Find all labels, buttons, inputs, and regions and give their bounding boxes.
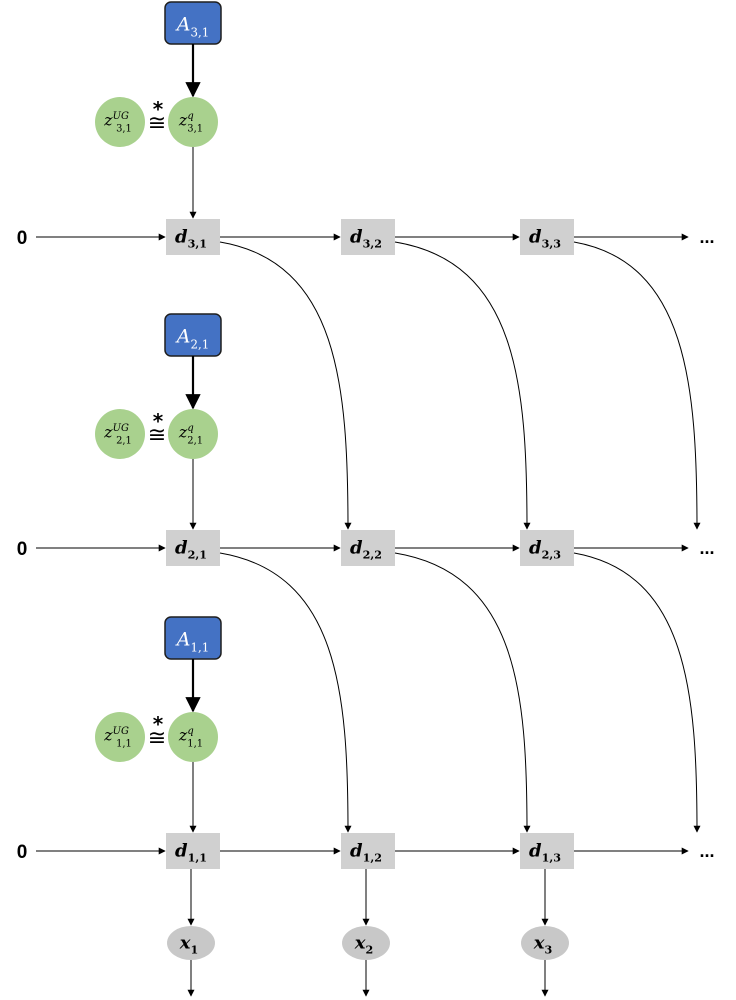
d-node-label: d1,2 (350, 840, 382, 864)
approx-equal-symbol: ≅ (148, 726, 166, 751)
d-node-box (341, 833, 395, 869)
d-node: d2,2 (341, 530, 395, 566)
d-node-label: d3,1 (175, 226, 207, 250)
d-node: d3,1 (166, 219, 220, 255)
star-symbol: * (153, 712, 164, 736)
d-node: d3,3 (520, 219, 574, 255)
x-output-ellipse (342, 926, 390, 960)
x-output-label: x2 (354, 932, 374, 956)
x-output-label: x1 (179, 932, 199, 956)
d-node-label: d3,2 (350, 226, 382, 250)
d-node: d2,3 (520, 530, 574, 566)
a-node-label: A2,1 (175, 326, 209, 352)
z-ug-circle (95, 409, 145, 459)
x-output-node: x3 (521, 926, 569, 960)
edge-curve-to-next-level (219, 241, 352, 530)
z-ug-circle (95, 712, 145, 762)
x-output-label: x3 (533, 932, 553, 956)
approx-equal-symbol: ≅ (148, 111, 166, 136)
star-symbol: * (153, 409, 164, 433)
d-node-label: d1,3 (529, 840, 561, 864)
d-node: d1,2 (341, 833, 395, 869)
d-node-box (520, 219, 574, 255)
ellipsis-label: ... (699, 841, 714, 861)
outputs-group: x1 x2 x3 (167, 869, 569, 997)
d-node: d2,1 (166, 530, 220, 566)
edge-curve-to-next-level (573, 241, 701, 530)
edge-curve-to-next-level (394, 552, 531, 833)
a-node-label: A3,1 (175, 14, 209, 40)
d-node: d1,1 (166, 833, 220, 869)
d-node-box (520, 833, 574, 869)
zero-input-label: 0 (17, 228, 28, 249)
approx-equal-symbol: ≅ (148, 423, 166, 448)
d-node-box (166, 219, 220, 255)
x-output-node: x1 (167, 926, 215, 960)
ellipsis-label: ... (699, 538, 714, 558)
z-q-circle (168, 409, 218, 459)
a-node: A2,1 (164, 313, 222, 357)
a-node: A1,1 (164, 616, 222, 660)
d-node-label: d3,3 (529, 226, 561, 250)
d-node-box (341, 219, 395, 255)
zero-input-label: 0 (17, 539, 28, 560)
d-node-label: d2,3 (529, 537, 561, 561)
d-node: d1,3 (520, 833, 574, 869)
d-node-box (166, 530, 220, 566)
a-node-label: A1,1 (175, 629, 209, 655)
x-output-ellipse (167, 926, 215, 960)
d-node-label: d2,2 (350, 537, 382, 561)
d-node: d3,2 (341, 219, 395, 255)
star-symbol: * (153, 97, 164, 121)
edge-curve-to-next-level (573, 552, 701, 833)
z-q-circle (168, 97, 218, 147)
z-q-circle (168, 712, 218, 762)
d-node-label: d2,1 (175, 537, 207, 561)
x-output-ellipse (521, 926, 569, 960)
ellipsis-label: ... (699, 227, 714, 247)
d-node-box (520, 530, 574, 566)
z-ug-circle (95, 97, 145, 147)
x-output-node: x2 (342, 926, 390, 960)
zero-input-label: 0 (17, 842, 28, 863)
edge-curve-to-next-level (219, 552, 352, 833)
d-node-box (341, 530, 395, 566)
d-node-box (166, 833, 220, 869)
edge-curve-to-next-level (394, 241, 531, 530)
d-node-label: d1,1 (175, 840, 207, 864)
a-node: A3,1 (164, 1, 222, 45)
